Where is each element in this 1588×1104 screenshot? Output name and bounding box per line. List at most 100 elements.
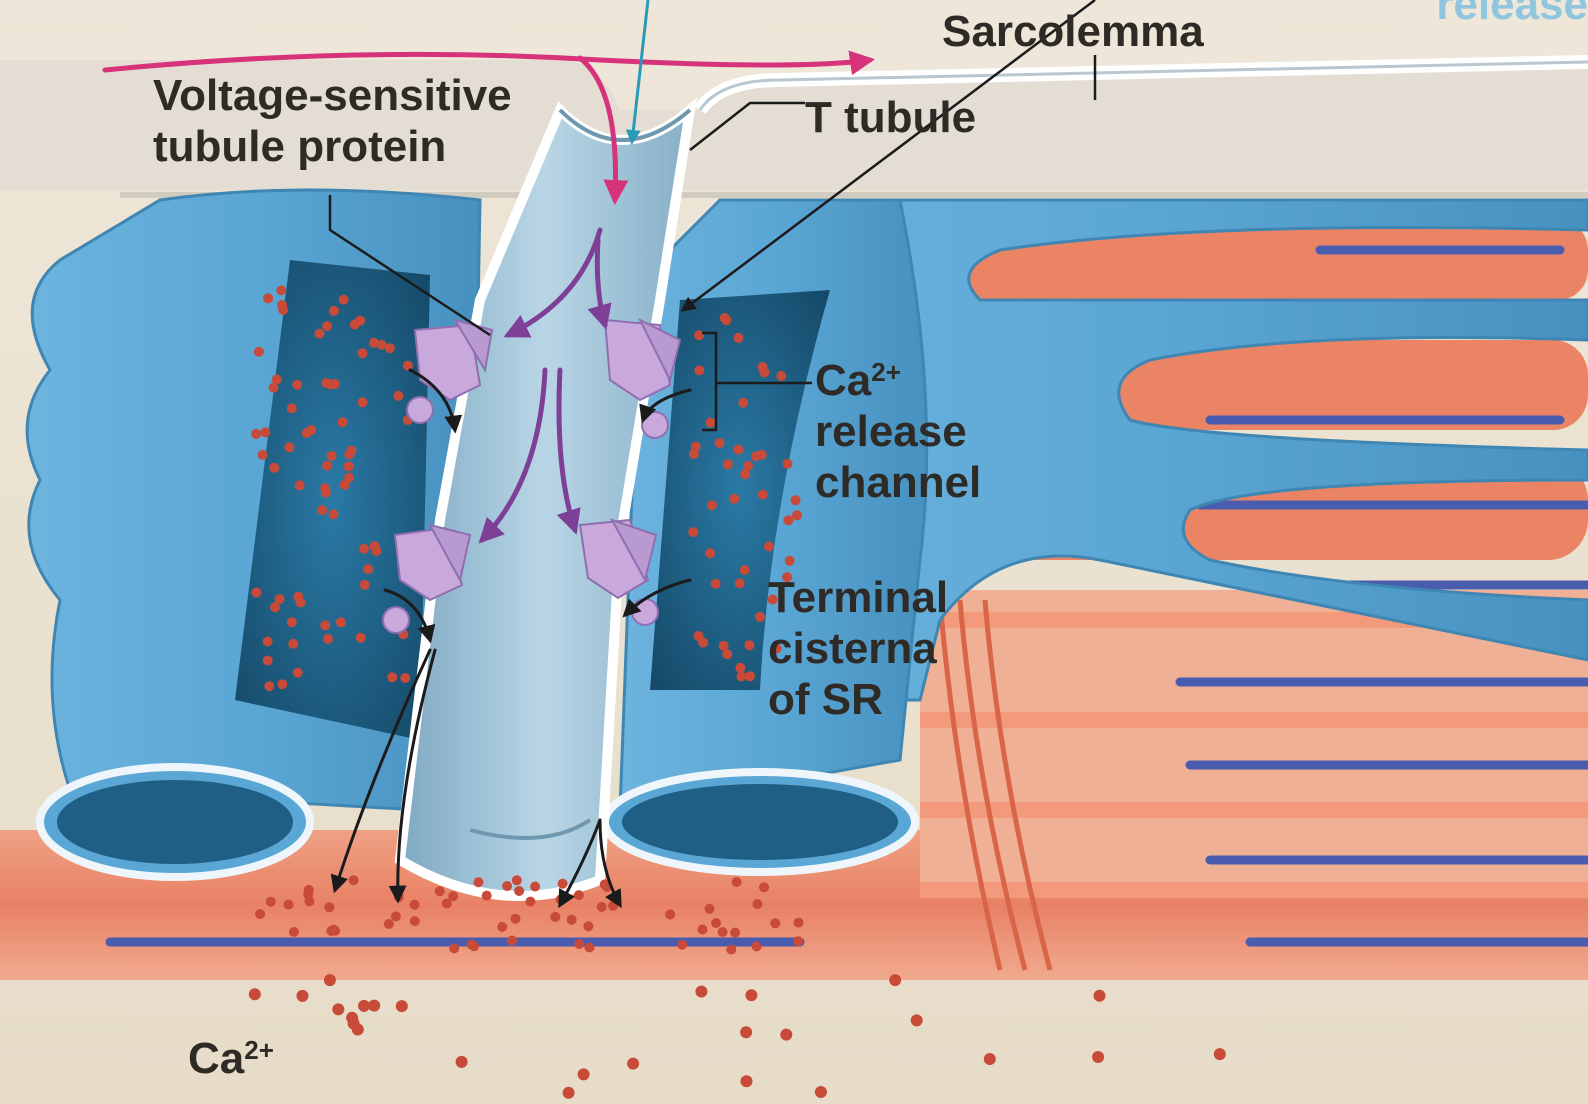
calcium-ion-dot (410, 916, 420, 926)
calcium-ion-dot (497, 922, 507, 932)
calcium-ion-dot (325, 379, 335, 389)
calcium-ion-dot (358, 1000, 370, 1012)
calcium-ion-dot (740, 469, 750, 479)
calcium-ion-dot (744, 640, 754, 650)
calcium-ion-dot (272, 375, 282, 385)
calcium-ion-dot (287, 403, 297, 413)
label-terminal-cisterna: Terminal cisterna of SR (768, 572, 948, 725)
calcium-ion-dot (711, 918, 721, 928)
label-sarcolemma: Sarcolemma (942, 6, 1204, 57)
calcium-ion-dot (723, 459, 733, 469)
calcium-ion-dot (304, 896, 314, 906)
calcium-ion-dot (706, 418, 716, 428)
calcium-ion-dot (276, 285, 286, 295)
calcium-ion-dot (260, 427, 270, 437)
calcium-ion-dot (336, 617, 346, 627)
calcium-ion-dot (263, 637, 273, 647)
calcium-ion-dot (293, 668, 303, 678)
calcium-ion-dot (567, 915, 577, 925)
calcium-ion-dot (563, 1087, 575, 1099)
calcium-ion-dot (721, 315, 731, 325)
calcium-ion-dot (358, 397, 368, 407)
ion-symbol: Ca (188, 1034, 244, 1083)
calcium-ion-dot (783, 459, 793, 469)
calcium-ion-dot (377, 340, 387, 350)
calcium-ion-dot (574, 939, 584, 949)
calcium-ion-dot (783, 515, 793, 525)
calcium-ion-dot (698, 925, 708, 935)
calcium-ion-dot (277, 300, 287, 310)
calcium-ion-dot (764, 542, 774, 552)
calcium-ion-dot (393, 391, 403, 401)
calcium-ion-dot (597, 902, 607, 912)
calcium-ion-dot (396, 1000, 408, 1012)
calcium-ion-dot (254, 347, 264, 357)
calcium-ion-dot (815, 1086, 827, 1098)
calcium-ion-dot (370, 541, 380, 551)
calcium-ion-dot (698, 638, 708, 648)
calcium-ion-dot (350, 320, 360, 330)
label-line: Voltage-sensitive (153, 70, 512, 121)
calcium-ion-dot (794, 918, 804, 928)
calcium-ion-dot (984, 1053, 996, 1065)
calcium-ion-dot (368, 1000, 380, 1012)
ion-charge: 2+ (871, 357, 901, 387)
calcium-ion-dot (792, 510, 802, 520)
calcium-ion-dot (266, 897, 276, 907)
label-calcium-ion: Ca2+ (188, 1033, 274, 1084)
calcium-ion-dot (315, 329, 325, 339)
calcium-ion-dot (344, 473, 354, 483)
calcium-ion-dot (1094, 990, 1106, 1002)
calcium-ion-dot (289, 927, 299, 937)
calcium-ion-dot (322, 461, 332, 471)
calcium-ion-dot (732, 877, 742, 887)
calcium-ion-dot (251, 429, 261, 439)
calcium-ion-dot (292, 380, 302, 390)
calcium-ion-dot (329, 509, 339, 519)
calcium-ion-dot (733, 333, 743, 343)
label-line: Ca2+ (815, 355, 981, 406)
calcium-ion-dot (360, 580, 370, 590)
calcium-ion-dot (688, 527, 698, 537)
calcium-ion-dot (760, 367, 770, 377)
calcium-ion-dot (584, 943, 594, 953)
calcium-ion-dot (410, 900, 420, 910)
calcium-ion-dot (297, 990, 309, 1002)
calcium-ion-dot (339, 295, 349, 305)
calcium-ion-dot (329, 925, 339, 935)
ion-charge: 2+ (244, 1035, 274, 1065)
calcium-ion-dot (730, 928, 740, 938)
label-line: release (815, 406, 981, 457)
calcium-ion-dot (770, 918, 780, 928)
calcium-ion-dot (707, 500, 717, 510)
calcium-ion-dot (467, 940, 477, 950)
calcium-ion-dot (277, 679, 287, 689)
calcium-ion-dot (791, 495, 801, 505)
label-line: tubule protein (153, 121, 512, 172)
calcium-ion-dot (718, 927, 728, 937)
calcium-ion-dot (738, 398, 748, 408)
calcium-ion-dot (249, 988, 261, 1000)
calcium-ion-dot (726, 945, 736, 955)
label-line: channel (815, 457, 981, 508)
calcium-ion-dot (348, 1018, 360, 1030)
calcium-ion-dot (780, 1029, 792, 1041)
calcium-ion-dot (558, 879, 568, 889)
calcium-ion-dot (512, 875, 522, 885)
calcium-ion-dot (741, 1075, 753, 1087)
calcium-ion-dot (387, 672, 397, 682)
calcium-ion-dot (456, 1056, 468, 1068)
calcium-ion-dot (288, 639, 298, 649)
calcium-ion-dot (358, 348, 368, 358)
calcium-ion-dot (320, 483, 330, 493)
calcium-ion-dot (753, 899, 763, 909)
calcium-ion-dot (715, 438, 725, 448)
calcium-ion-dot (270, 602, 280, 612)
calcium-ion-dot (705, 548, 715, 558)
calcium-ion-dot (263, 656, 273, 666)
calcium-ion-dot (694, 365, 704, 375)
label-line: of SR (768, 674, 948, 725)
calcium-ion-dot (338, 417, 348, 427)
calcium-ion-dot (255, 909, 265, 919)
calcium-ion-dot (511, 914, 521, 924)
